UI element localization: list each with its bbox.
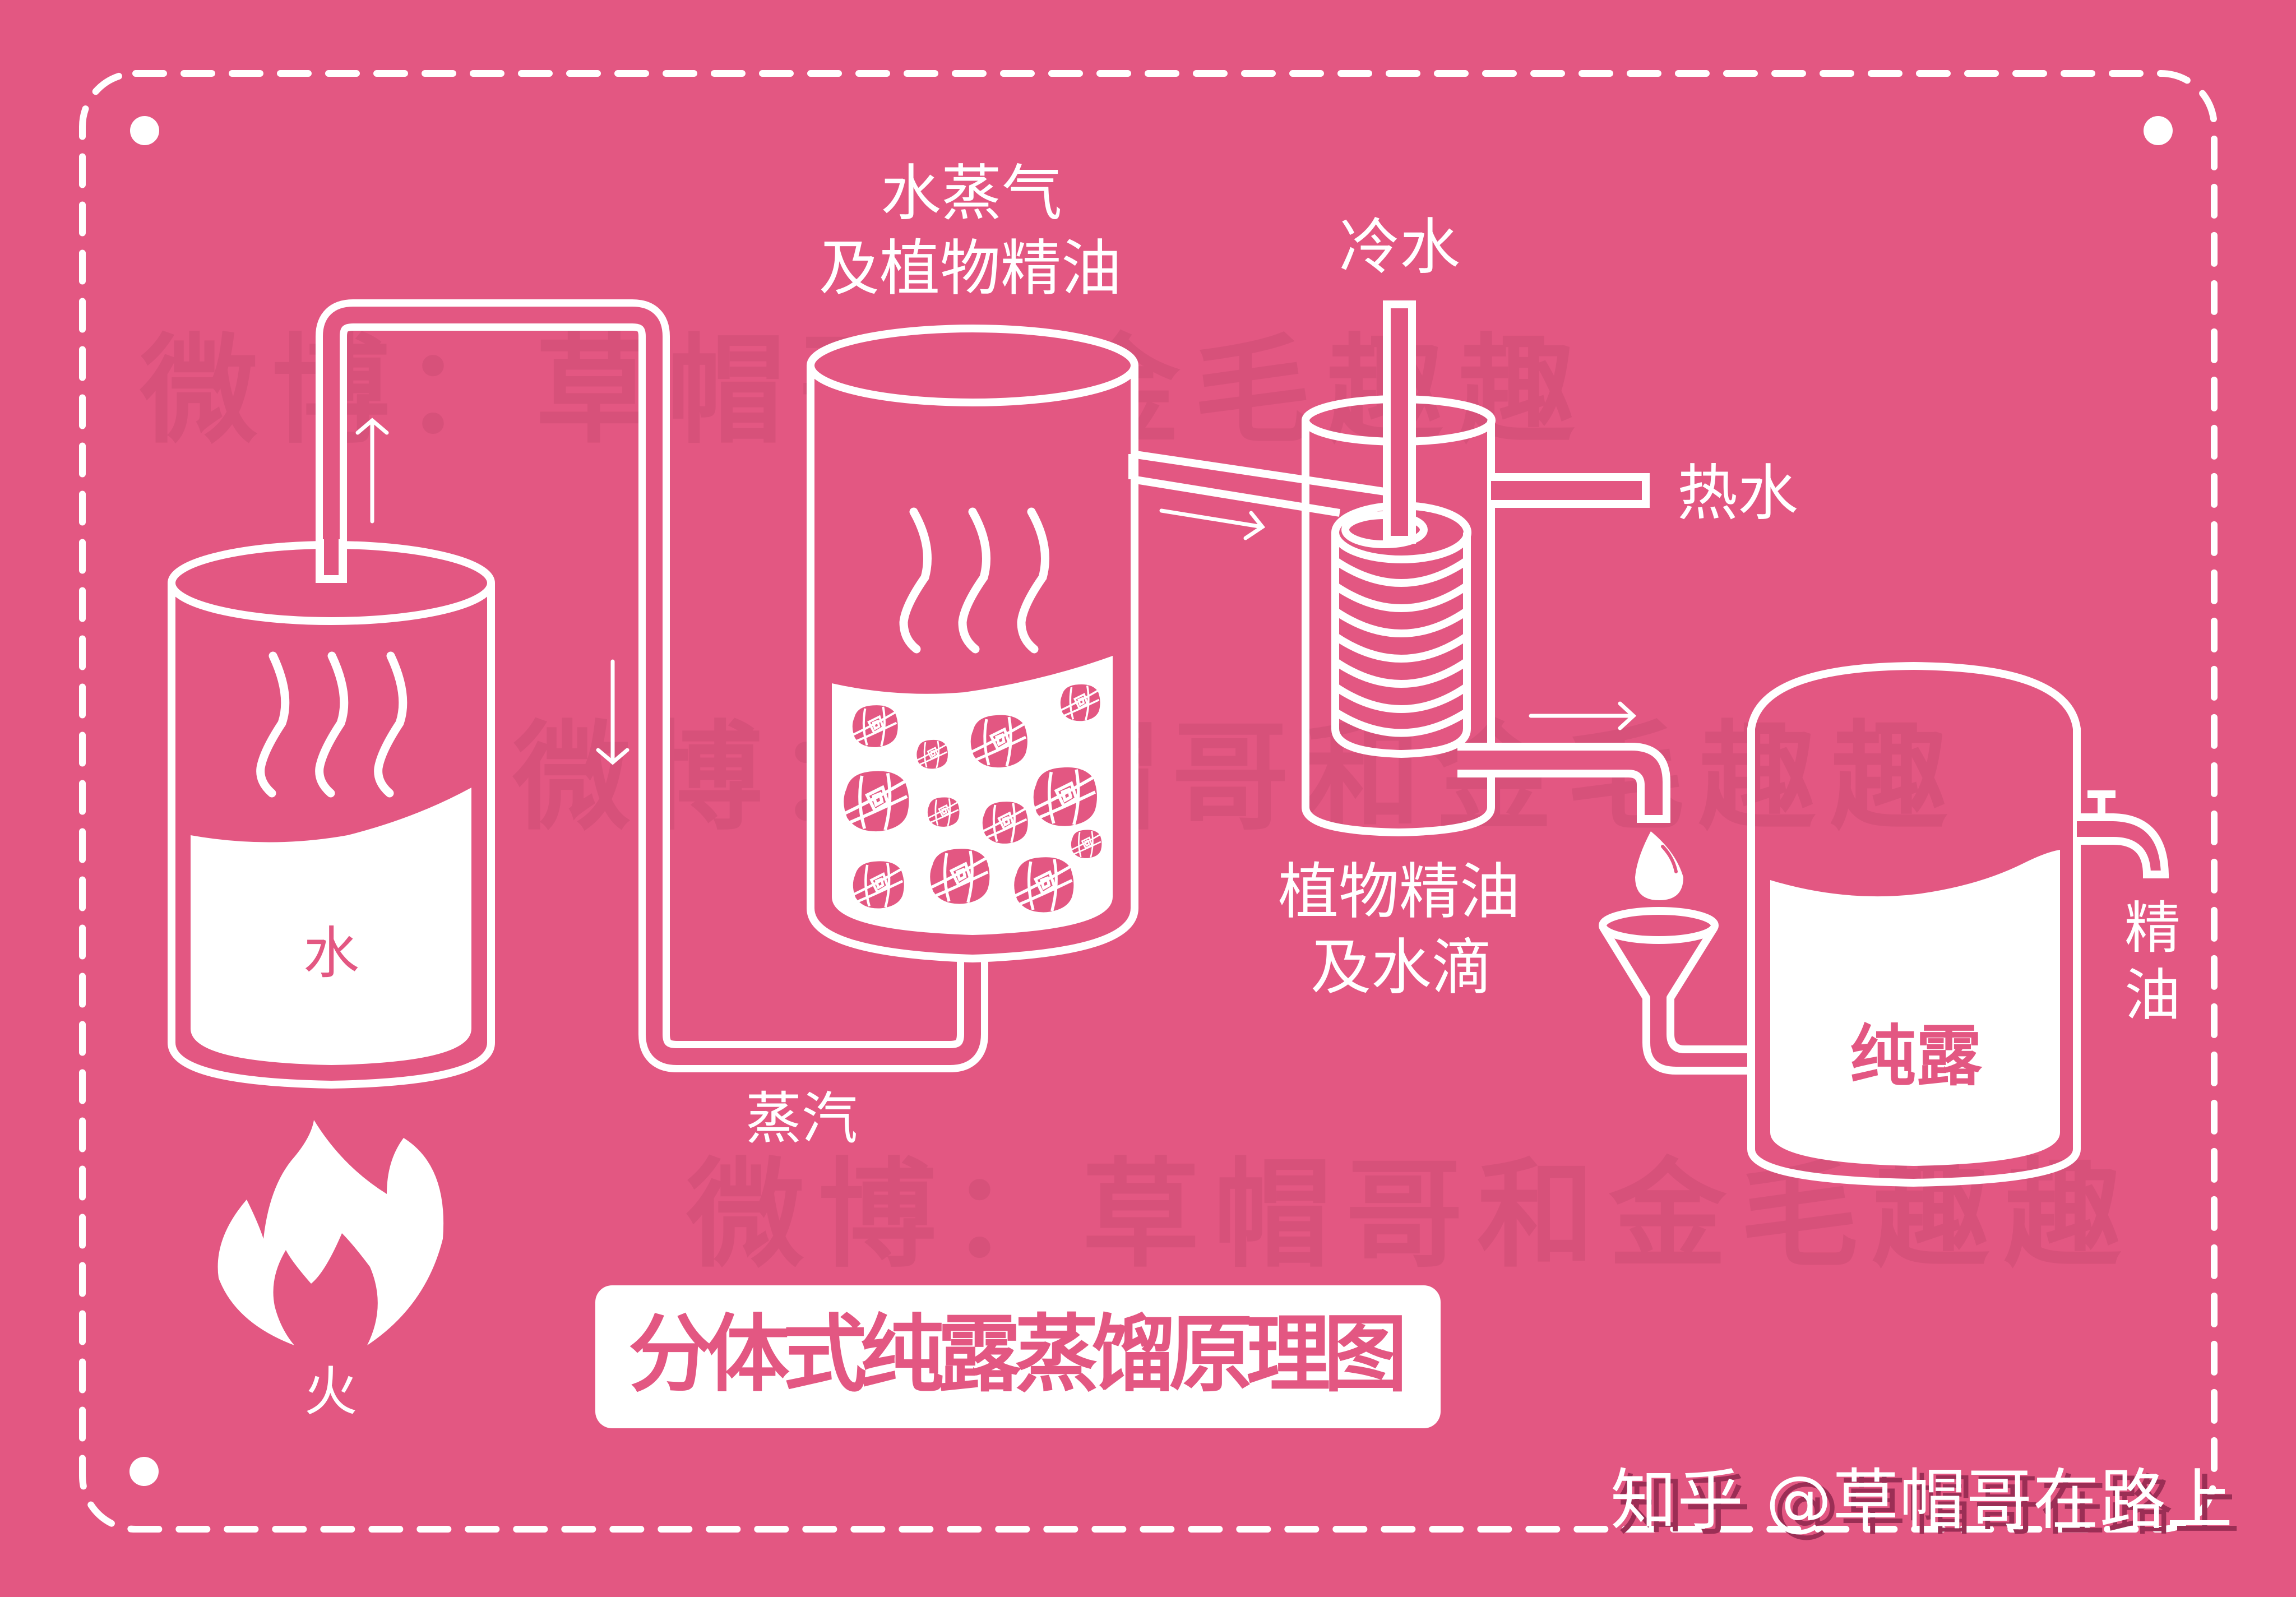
rose-icon xyxy=(853,705,898,747)
drops-label-line1: 植物精油 xyxy=(1278,857,1520,927)
credit-text: 知乎 @草帽哥在路上 xyxy=(1610,1461,2233,1539)
dashed-frame xyxy=(79,70,2218,1533)
condenser xyxy=(1302,300,1670,837)
oil-label-char2: 油 xyxy=(2124,962,2181,1028)
watermark-text: 微博：草帽哥和金毛趣趣 xyxy=(686,1146,2122,1284)
separator-tank: 纯露 xyxy=(1747,661,2169,1187)
rose-icon xyxy=(1014,857,1073,912)
rose-icon xyxy=(915,739,949,770)
steam-label: 蒸汽 xyxy=(746,1086,858,1151)
hot-water-label: 热水 xyxy=(1677,459,1798,529)
rose-icon xyxy=(983,802,1028,844)
hydrosol-label: 纯露 xyxy=(1850,1017,1983,1095)
corner-dot-icon xyxy=(130,116,159,145)
cold-water-pipe xyxy=(1383,300,1416,544)
credit-shadow: 知乎 @草帽哥在路上 xyxy=(1618,1467,2240,1544)
title-box: 分体式纯露蒸馏原理图 xyxy=(595,1285,1441,1428)
oil-label-char1: 精 xyxy=(2124,895,2181,961)
rose-icon xyxy=(1059,683,1101,723)
drops-label-line2: 及水滴 xyxy=(1311,933,1492,1003)
funnel-icon xyxy=(1599,907,1749,1075)
rose-icon xyxy=(930,849,989,904)
corner-dot-icon xyxy=(129,1457,159,1486)
oil-tap-icon xyxy=(2077,790,2169,878)
steam-waves-icon xyxy=(256,651,408,798)
steam-pipe xyxy=(316,299,988,1072)
rose-icon xyxy=(853,861,904,908)
hydrosol-liquid xyxy=(1770,850,2060,1166)
flow-arrow-icon xyxy=(355,418,629,765)
page-title: 分体式纯露蒸馏原理图 xyxy=(628,1306,1408,1404)
rose-icon xyxy=(1070,829,1103,859)
vapor-label-line2: 及植物精油 xyxy=(819,234,1122,304)
boiler-tank: 水 xyxy=(168,539,495,1089)
cold-water-label: 冷水 xyxy=(1339,212,1460,283)
water-drop-icon xyxy=(1635,831,1683,900)
flow-arrow-icon xyxy=(1159,508,1266,540)
rose-icon xyxy=(971,715,1027,768)
rose-icon xyxy=(927,797,960,828)
still-tank xyxy=(807,325,1138,963)
fire-label: 火 xyxy=(304,1361,357,1423)
rose-icon xyxy=(1034,767,1097,826)
vapor-label-line1: 水蒸气 xyxy=(881,159,1062,229)
corner-dot-icon xyxy=(2144,116,2173,145)
watermark-text: 微博：草帽哥和金毛趣趣 xyxy=(512,709,1948,846)
fire-icon xyxy=(217,1120,444,1345)
rose-icon xyxy=(844,771,909,832)
water-label: 水 xyxy=(303,920,359,986)
credit-watermark: 知乎 @草帽哥在路上 知乎 @草帽哥在路上 xyxy=(1610,1461,2240,1544)
steam-waves-icon xyxy=(899,507,1049,654)
flow-arrow-icon xyxy=(1529,701,1637,730)
water-liquid xyxy=(191,788,471,1065)
